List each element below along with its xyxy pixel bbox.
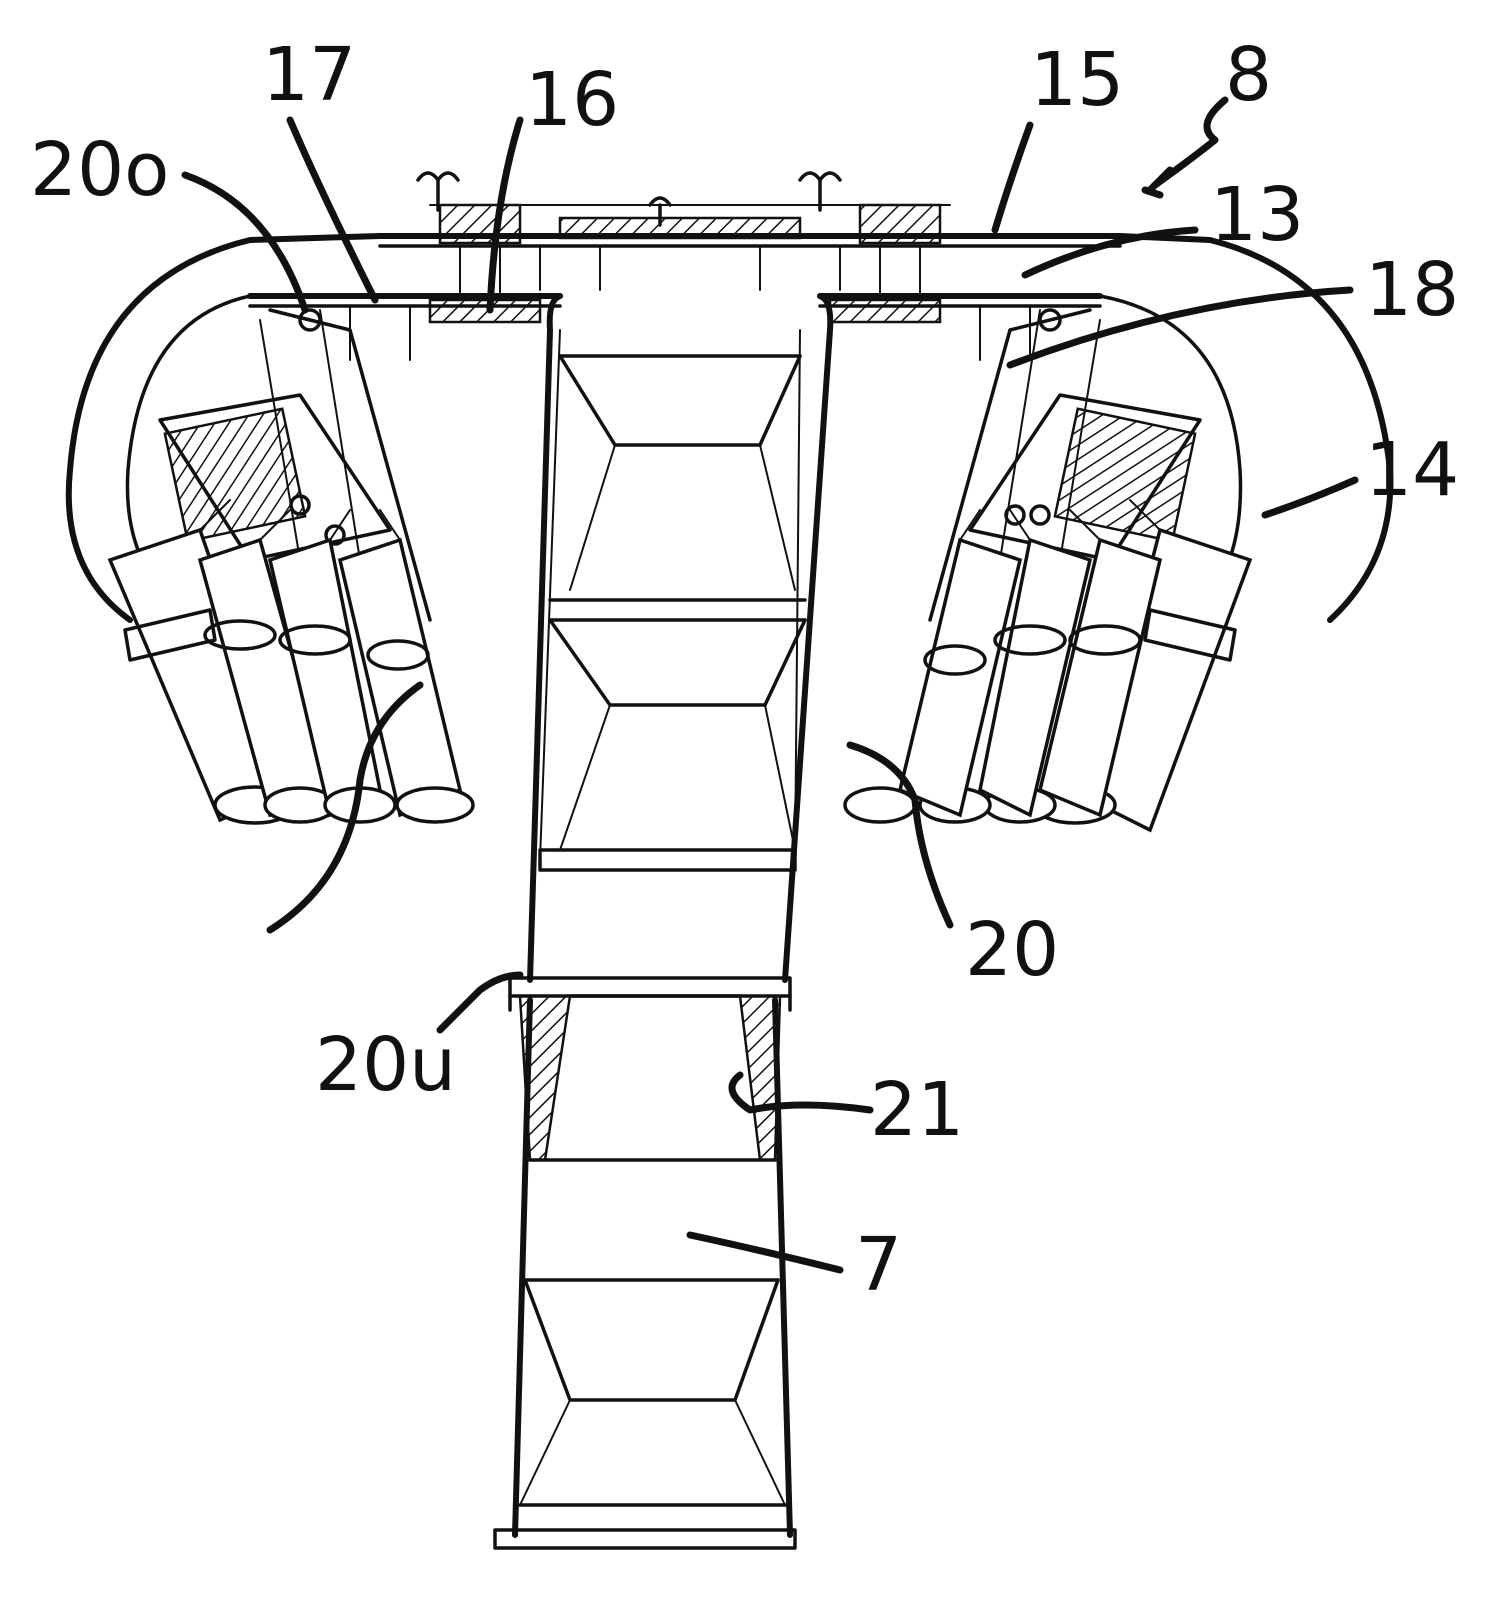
- label-21: 21: [870, 1067, 964, 1153]
- label-20u: 20u: [315, 1022, 456, 1108]
- central-hopper: [527, 293, 834, 983]
- lower-connection-flange: [508, 976, 792, 1162]
- label-20: 20: [965, 907, 1059, 993]
- label-18: 18: [1365, 247, 1459, 333]
- label-13: 13: [1210, 172, 1304, 258]
- label-15: 15: [1030, 37, 1124, 123]
- label-7: 7: [855, 1222, 902, 1308]
- right-grinder-assembly: [843, 308, 1253, 833]
- label-17: 17: [262, 32, 356, 118]
- label-16: 16: [525, 57, 619, 143]
- label-8: 8: [1225, 32, 1272, 118]
- left-grinder-assembly: [107, 308, 475, 825]
- reference-labels: 17 16 15 8 20o 13 18 14 20 20u 21 7: [30, 32, 1459, 1308]
- downpipe: [493, 997, 797, 1550]
- label-20o: 20o: [30, 127, 169, 213]
- leader-lines: [181, 96, 1359, 1274]
- top-cover-plate: [377, 171, 1123, 301]
- base-flange: [247, 293, 1103, 361]
- label-14: 14: [1365, 427, 1459, 513]
